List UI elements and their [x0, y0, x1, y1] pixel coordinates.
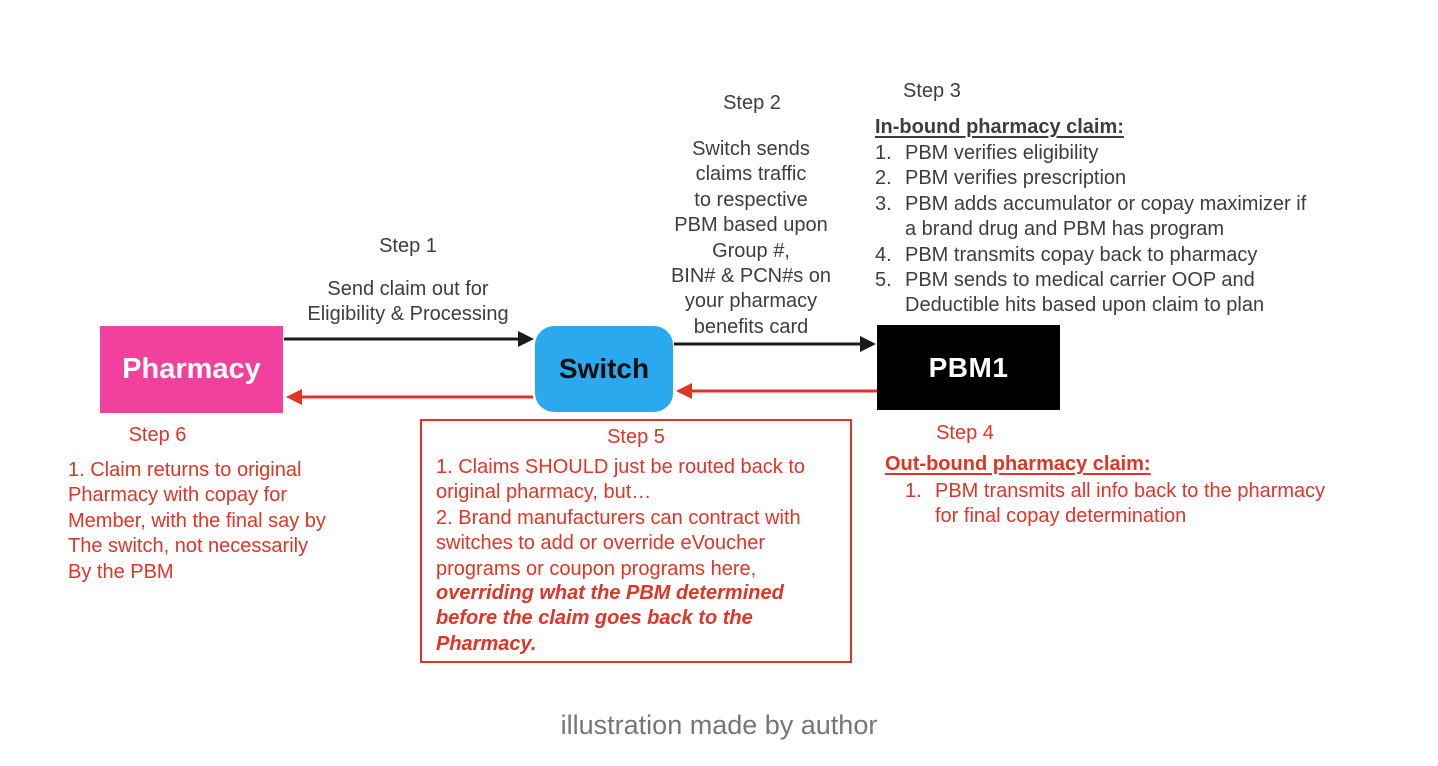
caption: illustration made by author	[560, 710, 878, 740]
arrow-pbm1-to-switch	[676, 383, 877, 399]
arrow-switch-to-pharmacy	[286, 389, 533, 405]
item-text: PBM verifies prescription	[905, 167, 1127, 190]
node-switch: Switch	[535, 326, 673, 412]
step3-label: Step 3	[903, 80, 961, 102]
step3-heading: In-bound pharmacy claim:	[875, 116, 1124, 138]
step4-label: Step 4	[936, 422, 994, 444]
step3-item: 4. PBM transmits copay back to pharmacy	[875, 243, 1365, 268]
item-text: PBM transmits copay back to pharmacy	[905, 243, 1258, 266]
item-text: PBM adds accumulator or copay maximizer …	[905, 192, 1307, 241]
step5-box	[420, 419, 852, 663]
item-text: PBM verifies eligibility	[905, 142, 1099, 164]
step5-body: 1. Claims SHOULD just be routed back to …	[436, 456, 806, 580]
step1-label: Step 1	[379, 235, 437, 257]
item-number: 2.	[875, 167, 892, 190]
item-number: 4.	[875, 243, 892, 266]
step5-emphasis: overriding what the PBM determined befor…	[436, 582, 784, 655]
step4-item: 1. PBM transmits all info back to the ph…	[905, 479, 1375, 530]
step3-list: 1. PBM verifies eligibility 2. PBM verif…	[875, 141, 1365, 319]
item-number: 5.	[875, 269, 892, 292]
step1-description: Send claim out for Eligibility & Process…	[307, 278, 509, 326]
step4-heading: Out-bound pharmacy claim:	[885, 453, 1151, 475]
step3-item: 1. PBM verifies eligibility	[875, 141, 1365, 166]
step3-item: 2. PBM verifies prescription	[875, 166, 1365, 191]
item-text: PBM sends to medical carrier OOP and Ded…	[905, 269, 1265, 317]
item-number: 1.	[905, 480, 922, 502]
node-pharmacy: Pharmacy	[100, 326, 283, 413]
step3-item: 3. PBM adds accumulator or copay maximiz…	[875, 192, 1365, 243]
step3-item: 5. PBM sends to medical carrier OOP and …	[875, 268, 1365, 319]
pharmacy-label: Pharmacy	[122, 353, 261, 385]
step2-description: Switch sends claims traffic to respectiv…	[670, 138, 832, 338]
pbm1-label: PBM1	[928, 351, 1009, 383]
step6-body: 1. Claim returns to original Pharmacy wi…	[68, 459, 326, 583]
step6-label: Step 6	[128, 424, 187, 446]
step2-label: Step 2	[723, 92, 781, 114]
arrow-pharmacy-to-switch	[284, 331, 534, 347]
node-pbm1: PBM1	[877, 325, 1060, 410]
switch-label: Switch	[558, 353, 650, 384]
item-number: 1.	[875, 142, 892, 164]
item-text: PBM transmits all info back to the pharm…	[935, 480, 1326, 528]
item-number: 3.	[875, 192, 892, 215]
step5-label: Step 5	[607, 426, 665, 448]
